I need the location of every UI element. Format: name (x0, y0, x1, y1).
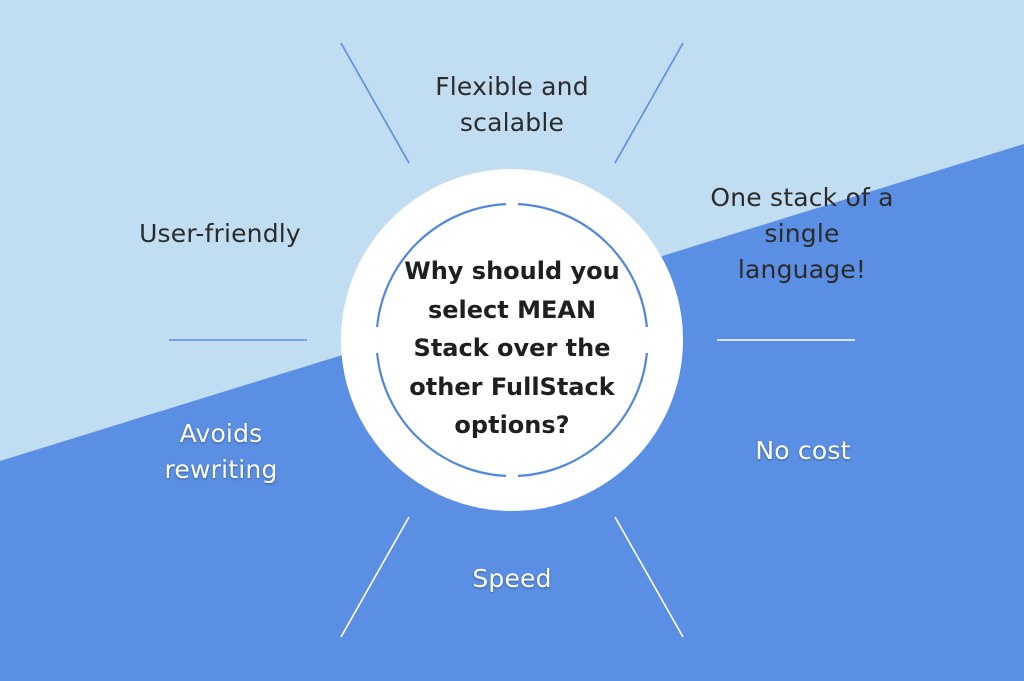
benefit-speed: Speed (472, 564, 552, 593)
benefit-flexible-scalable: Flexible and scalable (435, 72, 589, 137)
benefit-user-friendly: User-friendly (139, 219, 301, 248)
center-question: Why should you select MEAN Stack over th… (404, 257, 620, 439)
benefit-no-cost: No cost (755, 436, 851, 465)
spoke-top-right (614, 42, 684, 164)
ring-arc-top-left (376, 203, 507, 328)
ring-arc-top-right (517, 203, 648, 328)
center-ring (376, 203, 648, 477)
spoke-bottom-left (340, 516, 410, 638)
benefit-avoids-rewriting: Avoids rewriting (164, 419, 278, 484)
ring-arc-bottom-right (517, 352, 648, 477)
spoke-top-left (340, 42, 410, 164)
benefit-one-stack-single-language: One stack of a single language! (710, 183, 894, 284)
ring-arc-bottom-left (376, 352, 507, 477)
spoke-bottom-right (614, 516, 684, 638)
center-circle (341, 169, 683, 511)
